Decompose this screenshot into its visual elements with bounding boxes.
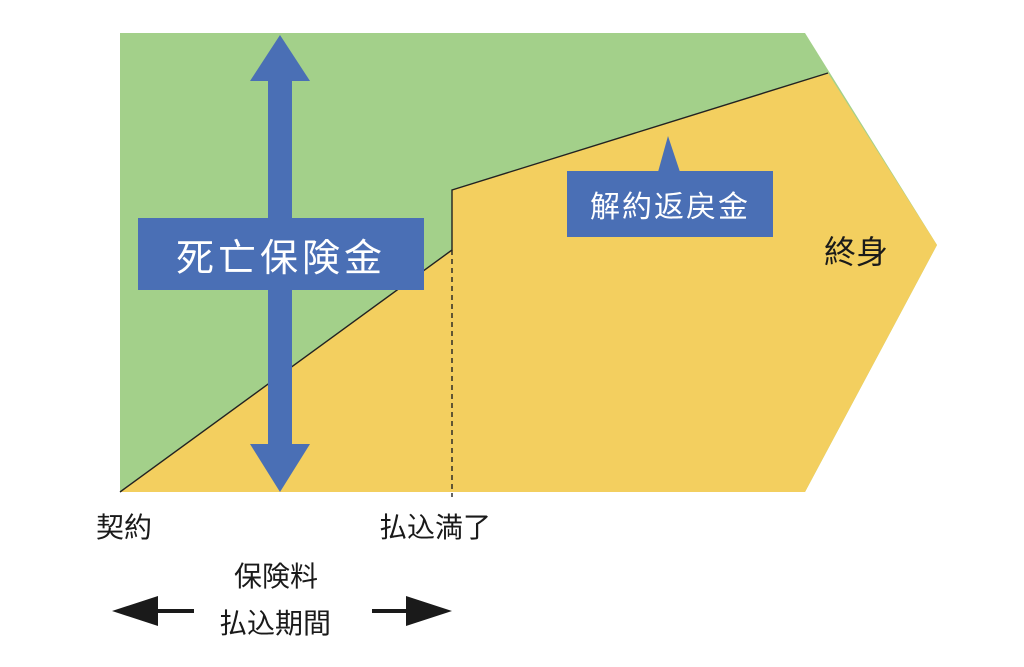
callout-pointer (658, 136, 680, 172)
left-arrow-icon (112, 596, 194, 626)
premium-period-label-line1: 保険料 (234, 560, 319, 593)
lifetime-label: 終身 (824, 233, 889, 271)
paid-up-label: 払込満了 (379, 511, 492, 544)
contract-label: 契約 (96, 511, 153, 544)
right-arrow-icon (372, 596, 452, 626)
premium-period-label-line2: 払込期間 (219, 607, 332, 640)
surrender-value-label: 解約返戻金 (567, 171, 773, 237)
death-benefit-label: 死亡保険金 (138, 218, 424, 290)
